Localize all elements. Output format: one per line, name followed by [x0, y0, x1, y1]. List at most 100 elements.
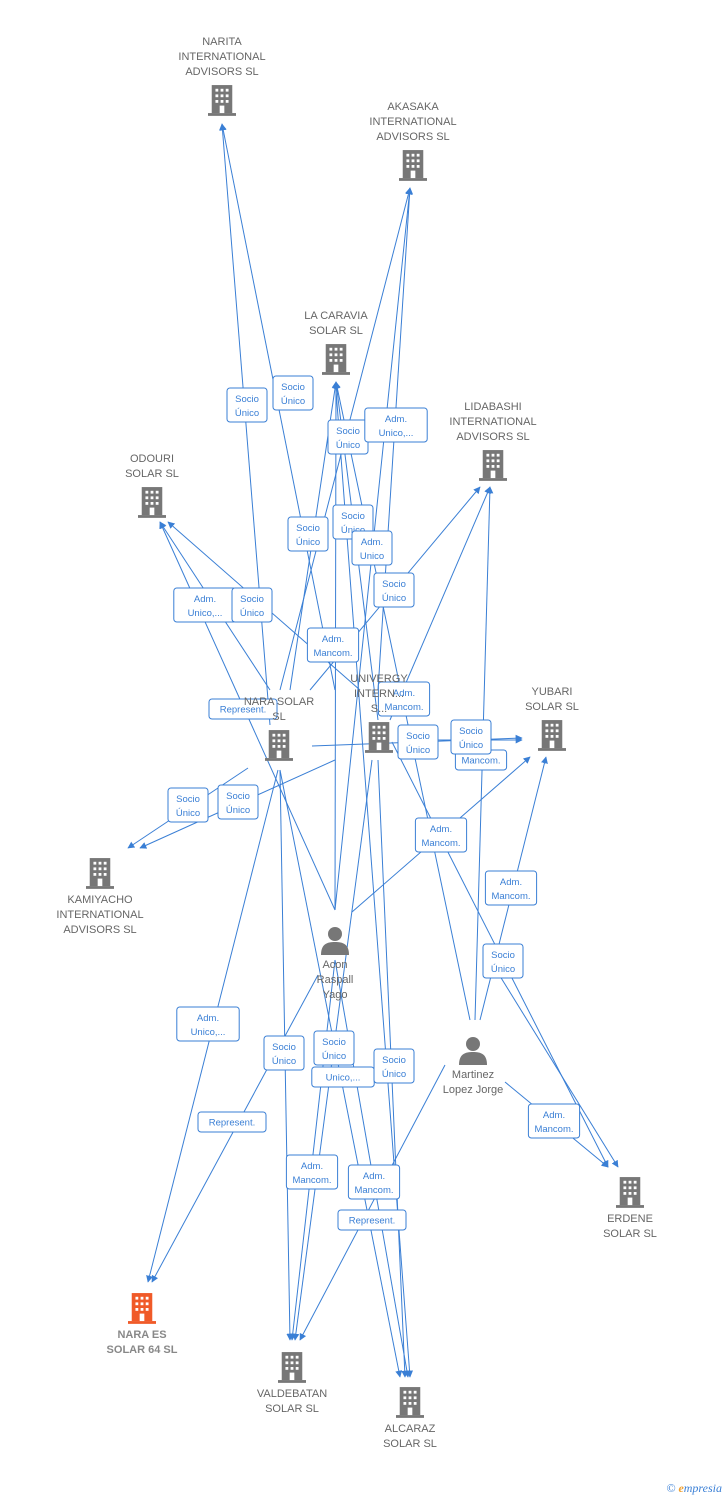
- edge-label-text: Socio: [459, 726, 483, 737]
- edge-label-text: Adm.: [363, 1171, 385, 1182]
- node-label: INTERN...: [354, 688, 404, 700]
- copyright-symbol: ©: [666, 1481, 676, 1495]
- node-label: S...: [371, 703, 388, 715]
- edge-label-text: Único: [226, 805, 250, 816]
- node-label: ADVISORS SL: [456, 431, 529, 443]
- edge-label-box[interactable]: Represent.: [208, 698, 278, 720]
- node-label: ADVISORS SL: [376, 131, 449, 143]
- node-label: KAMIYACHO: [67, 894, 133, 906]
- node-label: ADVISORS SL: [63, 924, 136, 936]
- edge-label-text: Socio: [382, 579, 406, 590]
- edge-label-text: Único: [459, 740, 483, 751]
- edge-label-box[interactable]: Represent.: [337, 1209, 407, 1231]
- node-label: NARITA: [202, 36, 242, 48]
- node-label: YUBARI: [532, 686, 573, 698]
- edge-label-text: Socio: [491, 950, 515, 961]
- edge-label-text: Socio: [406, 731, 430, 742]
- edge-label-box[interactable]: Adm. Unico,...: [173, 587, 237, 623]
- edge-label-box[interactable]: Adm.Unico: [351, 530, 393, 566]
- edge-label-text: Socio: [341, 511, 365, 522]
- building-icon: [322, 344, 350, 375]
- edge-label-text: Socio: [240, 594, 264, 605]
- edge-label-box[interactable]: Adm.Mancom.: [306, 627, 360, 663]
- edge-label-text: Socio: [235, 394, 259, 405]
- edge-label-text: Represent.: [220, 705, 266, 716]
- edge-label-text: Mancom.: [313, 648, 352, 659]
- building-icon: [278, 1352, 306, 1383]
- edge-label-text: Socio: [322, 1037, 346, 1048]
- edge-label-text: Único: [491, 964, 515, 975]
- node-label: UNIVERGY: [350, 673, 408, 685]
- edge-label-box[interactable]: Adm. Mancom.: [347, 1164, 401, 1200]
- edge-label-box[interactable]: Represent.: [197, 1111, 267, 1133]
- edge-label-box[interactable]: Unico,...: [311, 1066, 375, 1088]
- edge-labels: SocioÚnicoSocioÚnicoSocioÚnicoAdm.Unico,…: [167, 375, 581, 1231]
- edge-label-box[interactable]: Adm.Mancom.: [414, 817, 468, 853]
- node-label: SOLAR 64 SL: [107, 1344, 178, 1356]
- node-univergy[interactable]: UNIVERGY INTERN... S...: [350, 673, 408, 753]
- building-icon: [265, 730, 293, 761]
- edge-label-text: Adm.: [301, 1161, 323, 1172]
- edge-label-text: Adm.: [197, 1013, 219, 1024]
- edge-label-text: Unico: [360, 551, 384, 562]
- edge-label-text: Mancom.: [354, 1185, 393, 1196]
- building-icon: [365, 722, 393, 753]
- person-icon: [459, 1037, 487, 1065]
- edge-label-text: Único: [272, 1056, 296, 1067]
- edge: [289, 959, 336, 1341]
- node-label: SOLAR SL: [309, 325, 363, 337]
- edge-label-text: Unico,...: [188, 608, 223, 619]
- node-label: NARA ES: [117, 1329, 166, 1341]
- building-icon: [208, 85, 236, 116]
- edge-label-box[interactable]: Adm.Mancom.: [285, 1154, 339, 1190]
- edge-label-text: Adm.: [194, 594, 216, 605]
- edge-label-box[interactable]: Adm.Mancom.: [527, 1103, 581, 1139]
- node-label: Martinez: [452, 1069, 494, 1081]
- building-icon: [396, 1387, 424, 1418]
- edge-label-text: Mancom.: [421, 838, 460, 849]
- node-alcaraz[interactable]: ALCARAZ SOLAR SL: [383, 1387, 437, 1450]
- edge-label-text: Único: [406, 745, 430, 756]
- edge-label-box[interactable]: Adm.Unico,...: [364, 407, 428, 443]
- node-naraes[interactable]: NARA ES SOLAR 64 SL: [107, 1293, 178, 1356]
- node-label: Raspall: [317, 974, 354, 986]
- edge-label-box[interactable]: Adm.Unico,...: [176, 1006, 240, 1042]
- edge-label-text: Adm.: [393, 688, 415, 699]
- edge-label-box[interactable]: Adm.Mancom.: [484, 870, 538, 906]
- edge-label-box[interactable]: Adm. Mancom.: [377, 681, 431, 717]
- node-label: NARA SOLAR: [244, 696, 314, 708]
- node-label: INTERNATIONAL: [178, 51, 265, 63]
- edge-label-text: Mancom.: [384, 702, 423, 713]
- node-label: SOLAR SL: [383, 1438, 437, 1450]
- node-label: ALCARAZ: [385, 1423, 436, 1435]
- building-icon: [138, 487, 166, 518]
- edge-label-text: Mancom.: [461, 756, 500, 767]
